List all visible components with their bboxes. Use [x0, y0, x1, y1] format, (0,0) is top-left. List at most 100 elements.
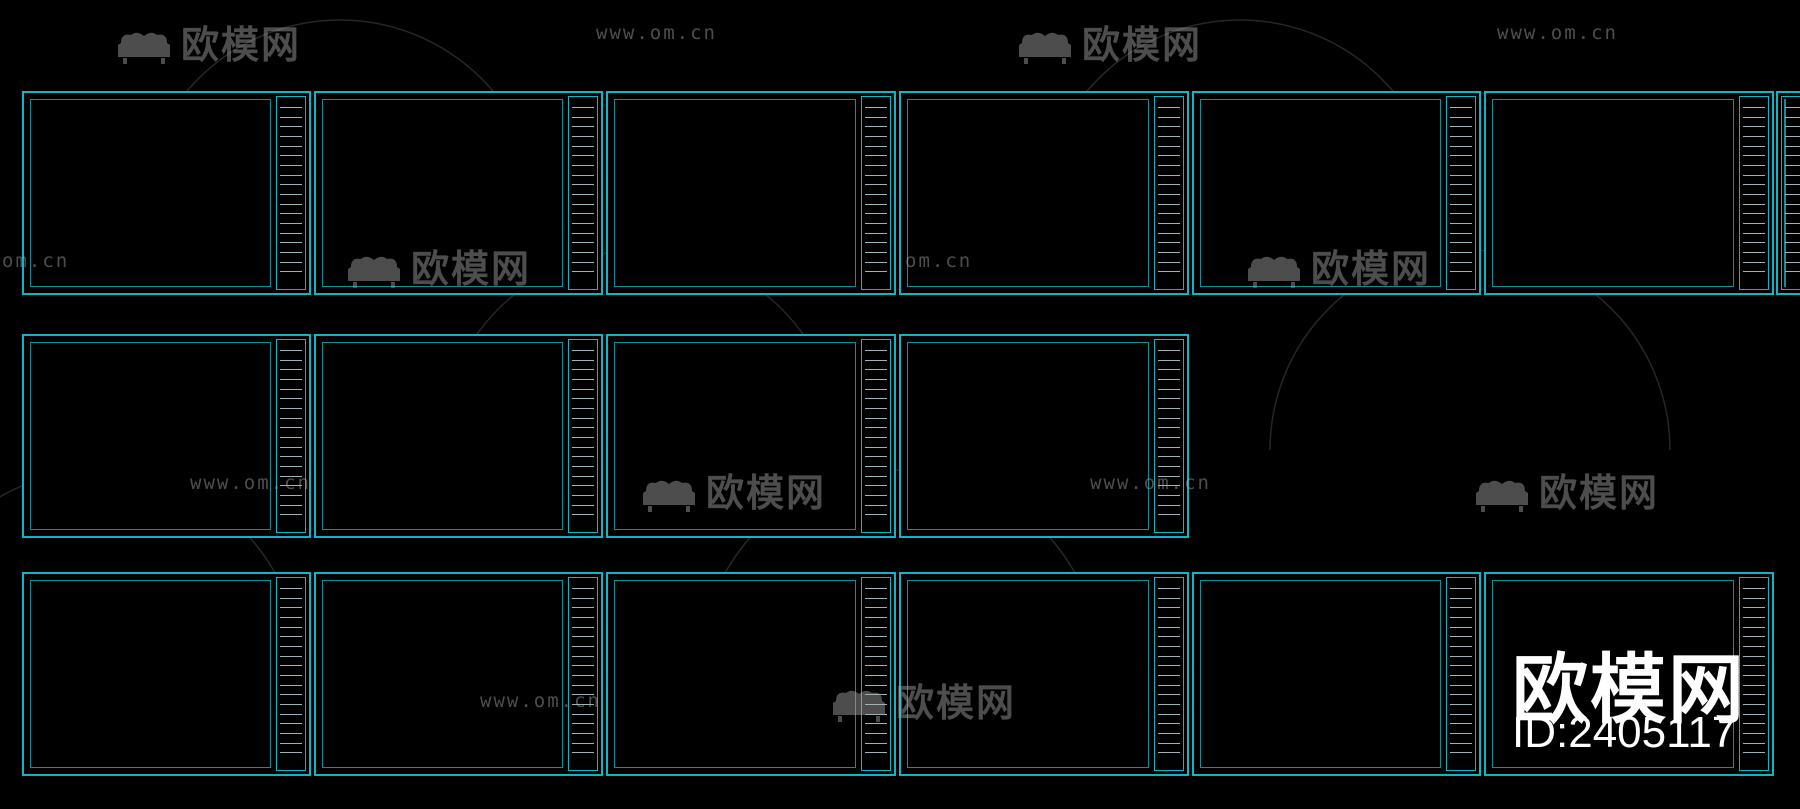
title-block-line: [572, 427, 594, 429]
title-block-line: [1158, 646, 1180, 647]
title-block-line: [572, 752, 594, 754]
title-block-line: [1158, 145, 1180, 147]
title-block-line: [1450, 203, 1472, 205]
title-block-line: [572, 646, 594, 647]
title-block-line: [1785, 145, 1800, 147]
title-block-line: [280, 165, 302, 166]
title-block-line: [1158, 174, 1180, 176]
title-block-line: [280, 437, 302, 438]
sheet-floor-plan-flooring: [314, 91, 603, 295]
title-block-line: [572, 723, 594, 725]
title-block-line: [1743, 694, 1765, 696]
title-block-line: [1158, 116, 1180, 118]
title-block-line: [572, 116, 594, 118]
watermark-url-fragment: om.cn: [2, 250, 70, 272]
title-block: [861, 96, 891, 290]
title-block-line: [865, 107, 887, 108]
sheet-corridor-plan-d: [899, 572, 1189, 776]
title-block-line: [1450, 126, 1472, 128]
overlay-brand-title: 欧模网: [1512, 645, 1746, 734]
title-block-line: [1158, 408, 1180, 409]
title-block-line: [1743, 617, 1765, 618]
title-block-line: [1785, 174, 1800, 176]
title-block-line: [1743, 626, 1765, 628]
title-block-line: [280, 116, 302, 118]
title-block-line: [572, 388, 594, 390]
title-block-line: [1743, 242, 1765, 244]
watermark-logo-text: 欧模网: [706, 471, 827, 515]
title-block-line: [1743, 665, 1765, 667]
title-block-line: [865, 495, 887, 496]
title-block-line: [1158, 675, 1180, 676]
sheet-corridor-elevation-b: [1484, 572, 1774, 776]
title-block-line: [865, 203, 887, 205]
title-block-line: [572, 252, 594, 253]
title-block-line: [865, 713, 887, 715]
title-block-line: [865, 733, 887, 734]
title-block-line: [280, 588, 302, 589]
title-block-line: [1158, 232, 1180, 234]
title-block-line: [572, 155, 594, 157]
drawing-area-border: [614, 99, 856, 287]
title-block-line: [1450, 704, 1472, 705]
title-block-line: [865, 252, 887, 253]
title-block-line: [280, 485, 302, 487]
title-block-line: [1450, 145, 1472, 147]
title-block-line: [1785, 165, 1800, 166]
watermark-url: www.om.cn: [1497, 22, 1618, 44]
title-block-line: [572, 398, 594, 400]
watermark-logo: 欧模网: [1245, 238, 1431, 293]
title-block-line: [1158, 398, 1180, 400]
title-block-line: [572, 675, 594, 676]
title-block-line: [1158, 475, 1180, 477]
title-block-line: [1743, 107, 1765, 108]
drawing-area-border: [322, 99, 563, 287]
title-block-line: [572, 495, 594, 496]
title-block: [861, 339, 891, 533]
title-block-line: [1450, 752, 1472, 754]
title-block-line: [1158, 617, 1180, 618]
title-block-line: [1743, 723, 1765, 725]
title-block-line: [280, 475, 302, 477]
title-block-line: [865, 408, 887, 409]
title-block-line: [1785, 242, 1800, 244]
title-block-line: [572, 665, 594, 667]
title-block-line: [1450, 116, 1472, 118]
drawing-area-border: [614, 580, 856, 768]
title-block-line: [1450, 636, 1472, 638]
sheet-wall-elevation-b: [899, 334, 1189, 538]
title-block-line: [1158, 607, 1180, 609]
title-block-line: [280, 684, 302, 686]
title-block-line: [572, 379, 594, 380]
sheet-ceiling-plan: [606, 91, 896, 295]
title-block-line: [572, 626, 594, 628]
title-block-line: [1785, 194, 1800, 195]
title-block-line: [865, 655, 887, 657]
title-block-line: [865, 359, 887, 361]
title-block-line: [865, 617, 887, 618]
title-block-line: [572, 694, 594, 696]
watermark-logo-text: 欧模网: [896, 681, 1017, 725]
title-block-line: [865, 126, 887, 128]
title-block-line: [1158, 446, 1180, 448]
title-block-line: [865, 232, 887, 234]
title-block-line: [280, 742, 302, 744]
title-block-line: [865, 261, 887, 263]
title-block-line: [1158, 466, 1180, 467]
title-block-line: [572, 223, 594, 224]
title-block-line: [865, 417, 887, 419]
drawing-area-border: [322, 342, 563, 530]
title-block-line: [572, 203, 594, 205]
title-block: [1446, 96, 1476, 290]
title-block-line: [280, 752, 302, 754]
title-block-line: [280, 675, 302, 676]
title-block-line: [1743, 655, 1765, 657]
title-block-line: [1158, 350, 1180, 351]
title-block-line: [280, 655, 302, 657]
title-block-line: [1450, 155, 1472, 157]
title-block-line: [280, 456, 302, 458]
title-block-line: [865, 694, 887, 696]
title-block-line: [865, 636, 887, 638]
title-block-line: [1743, 742, 1765, 744]
